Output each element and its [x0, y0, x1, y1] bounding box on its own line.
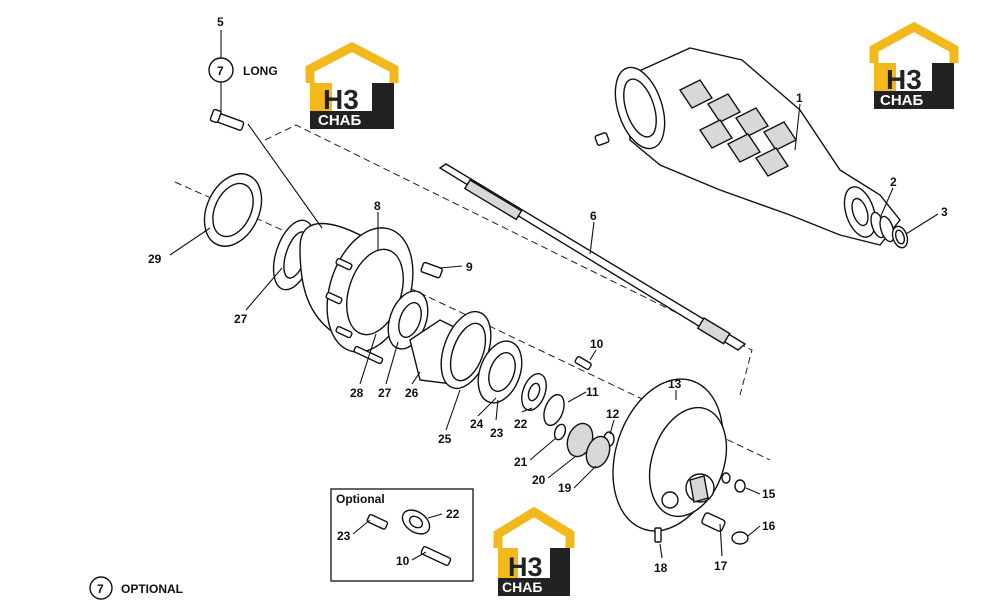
callout-26: 26 — [405, 386, 419, 400]
inset-callout-22: 22 — [446, 507, 460, 521]
callout-21: 21 — [514, 455, 528, 469]
callout-27a: 27 — [234, 312, 248, 326]
note-long-label: LONG — [243, 64, 278, 78]
callout-20: 20 — [532, 473, 546, 487]
note-long-circle — [208, 57, 234, 83]
planet-carrier-24 — [477, 340, 523, 404]
callout-17: 17 — [714, 559, 728, 573]
note-optional-number: 7 — [97, 582, 104, 596]
seal-ring-2 — [870, 211, 895, 243]
ring-gear-25 — [440, 310, 492, 390]
callout-28: 28 — [350, 386, 364, 400]
inset-callout-23: 23 — [337, 529, 351, 543]
callout-5: 5 — [217, 15, 224, 29]
planet-gear-19 — [585, 435, 611, 469]
callout-27b: 27 — [378, 386, 392, 400]
leader-lines — [169, 30, 939, 559]
logo-tr-letters: H3 — [886, 64, 922, 95]
ring-3 — [891, 225, 909, 249]
logo-bottom-letters: H3 — [508, 552, 543, 582]
housing-plug — [594, 132, 610, 146]
callout-22: 22 — [514, 417, 528, 431]
snap-ring-11 — [543, 393, 565, 427]
callout-24: 24 — [470, 417, 484, 431]
axle-housing — [614, 47, 901, 246]
callout-29: 29 — [148, 252, 162, 266]
note-optional-circle — [89, 576, 113, 600]
callout-8: 8 — [374, 199, 381, 213]
callout-9: 9 — [466, 260, 473, 274]
logo-bottom: H3 СНАБ — [493, 506, 575, 596]
bearing-cup-29 — [203, 173, 263, 247]
screw-10 — [574, 356, 592, 371]
callout-13: 13 — [668, 377, 682, 391]
screw-18 — [654, 527, 662, 543]
note-optional-label: OPTIONAL — [121, 582, 183, 596]
callout-12: 12 — [606, 407, 620, 421]
callout-6: 6 — [590, 209, 597, 223]
thrust-washer-22 — [521, 373, 547, 411]
callout-labels: 5 1 2 3 6 8 9 29 27 28 27 26 25 24 23 22… — [148, 15, 948, 575]
callout-3: 3 — [941, 205, 948, 219]
inset-screw-10 — [420, 545, 452, 566]
note-long-number: 7 — [217, 64, 224, 78]
callout-2: 2 — [890, 175, 897, 189]
callout-16: 16 — [762, 519, 776, 533]
o-ring-16 — [731, 531, 749, 545]
logo-bottom-sub: СНАБ — [502, 579, 542, 595]
callout-1: 1 — [796, 91, 803, 105]
needle-bearing-21 — [553, 423, 567, 441]
planet-housing-13 — [612, 378, 728, 532]
wheel-stud-9 — [420, 261, 443, 279]
note-optional: 7 OPTIONAL — [89, 576, 183, 600]
callout-18: 18 — [654, 561, 668, 575]
optional-inset: Optional 23 22 10 — [330, 488, 474, 582]
callout-23: 23 — [490, 426, 504, 440]
logo-top-left: H3 СНАБ — [305, 41, 399, 129]
axle-shaft — [438, 163, 747, 351]
inset-pin-23 — [366, 513, 389, 530]
optional-inset-title: Optional — [336, 492, 385, 506]
logo-tl-sub: СНАБ — [318, 112, 361, 129]
callout-10: 10 — [590, 337, 604, 351]
optional-inset-frame — [330, 488, 474, 582]
inset-callout-10: 10 — [396, 554, 410, 568]
callout-19: 19 — [558, 481, 572, 495]
note-long: 7 LONG — [208, 57, 278, 83]
bolt-5 — [209, 108, 245, 131]
callout-11: 11 — [586, 385, 599, 399]
logo-tl-letters: H3 — [323, 84, 359, 115]
logo-tr-sub: СНАБ — [880, 92, 923, 109]
plug-17 — [701, 512, 726, 532]
screw-15 — [721, 472, 746, 493]
callout-15: 15 — [762, 487, 776, 501]
logo-top-right: H3 СНАБ — [869, 21, 959, 109]
callout-25: 25 — [438, 432, 452, 446]
